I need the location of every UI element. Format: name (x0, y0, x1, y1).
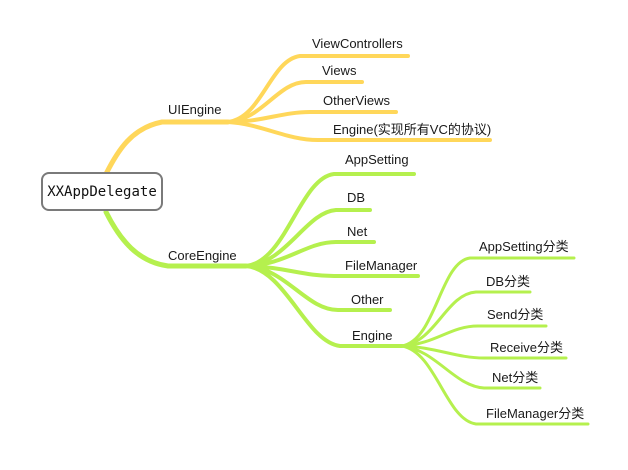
branch-uiengine (103, 54, 492, 177)
edge-engine-filemanager-cat (400, 344, 590, 426)
edge-root-coreengine (103, 209, 249, 269)
root-node[interactable]: XXAppDelegate (41, 172, 163, 211)
root-node-box (41, 172, 163, 211)
edge-root-uiengine (103, 119, 231, 177)
edge-coreengine-engine (244, 264, 404, 348)
branch-coreengine (103, 172, 590, 426)
node-views[interactable]: Views (322, 63, 357, 78)
node-appsetting[interactable]: AppSetting (345, 152, 409, 167)
node-other[interactable]: Other (351, 292, 384, 307)
node-core-engine[interactable]: Engine (352, 328, 392, 343)
edge-engine-receive-cat (400, 344, 568, 360)
edge-coreengine-appsetting (244, 172, 416, 268)
node-db-category[interactable]: DB分类 (486, 274, 530, 289)
root-node-label: XXAppDelegate (47, 184, 157, 200)
node-net[interactable]: Net (347, 224, 368, 239)
node-send-category[interactable]: Send分类 (487, 307, 543, 322)
edge-engine-send-cat (400, 324, 548, 348)
node-coreengine[interactable]: CoreEngine (168, 248, 237, 263)
node-viewcontrollers[interactable]: ViewControllers (312, 36, 403, 51)
edge-engine-appsetting-cat (400, 256, 576, 348)
node-filemanager[interactable]: FileManager (345, 258, 418, 273)
node-otherviews[interactable]: OtherViews (323, 93, 390, 108)
edge-uiengine-engine (226, 120, 492, 142)
node-net-category[interactable]: Net分类 (492, 370, 538, 385)
edge-engine-db-cat (400, 290, 532, 348)
edge-engine-net-cat (400, 344, 542, 390)
node-receive-category[interactable]: Receive分类 (490, 340, 563, 355)
node-uiengine[interactable]: UIEngine (168, 102, 221, 117)
node-ui-engine-protocol[interactable]: Engine(实现所有VC的协议) (333, 122, 491, 137)
node-appsetting-category[interactable]: AppSetting分类 (479, 239, 569, 254)
node-db[interactable]: DB (347, 190, 365, 205)
edge-coreengine-net (244, 240, 376, 268)
node-filemanager-category[interactable]: FileManager分类 (486, 406, 584, 421)
